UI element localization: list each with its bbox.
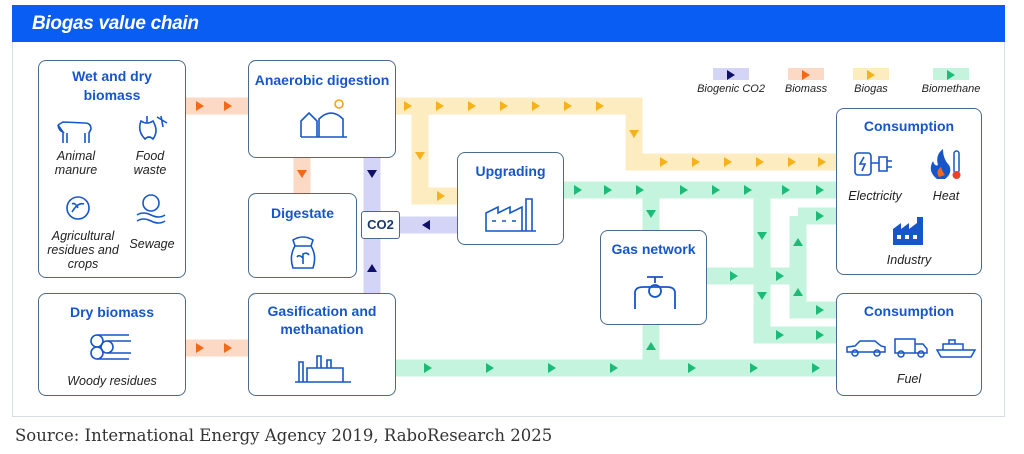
diagram-header: Biogas value chain	[12, 5, 1005, 42]
biogas-flow	[411, 106, 457, 205]
plant-icon	[295, 355, 351, 383]
electricity-label: Electricity	[848, 189, 902, 203]
source-caption: Source: International Energy Agency 2019…	[15, 426, 553, 445]
consumption-box-fuel: Consumption Fuel	[836, 293, 982, 396]
gasification-methanation-box: Gasification and methanation	[248, 293, 396, 396]
box-title: Wet and dry biomass	[72, 68, 152, 103]
box-title: Consumption	[863, 303, 955, 319]
cow-icon	[57, 121, 92, 143]
fuel-label: Fuel	[896, 372, 922, 386]
diagram-title: Biogas value chain	[32, 13, 199, 34]
legend-biogas: Biogas	[826, 68, 916, 95]
legend-label: Biomethane	[921, 83, 981, 95]
wet-dry-biomass-box: Wet and dry biomass Animal manure Food w…	[38, 60, 186, 278]
ship-icon	[935, 339, 977, 358]
legend-label: Biogas	[854, 83, 888, 95]
legend-swatch	[853, 68, 889, 80]
box-title: Upgrading	[475, 163, 546, 179]
box-title: Digestate	[270, 205, 335, 221]
food-waste-label: Food waste	[133, 149, 167, 177]
digestate-box: Digestate	[248, 193, 357, 278]
legend-swatch	[933, 68, 969, 80]
legend-biomass: Biomass	[761, 68, 851, 95]
heat-flame-icon	[930, 149, 961, 179]
industry-icon	[893, 217, 923, 245]
heat-label: Heat	[932, 189, 960, 203]
biomass-arrow	[196, 343, 204, 353]
legend-label: Biomass	[784, 83, 828, 95]
box-title: Gas network	[611, 241, 696, 257]
box-title: Dry biomass	[69, 304, 155, 320]
vehicles-icon	[846, 338, 977, 358]
gas-valve-icon	[634, 276, 676, 309]
wood-logs-icon	[90, 334, 131, 360]
biomass-arrow	[224, 101, 232, 111]
industry-label: Industry	[886, 253, 932, 267]
biomass-arrow	[224, 343, 232, 353]
food-waste-icon	[138, 115, 168, 141]
animal-manure-label: Animal manure	[54, 149, 98, 177]
dry-biomass-box: Dry biomass Woody residues	[38, 293, 186, 396]
woody-residues-label: Woody residues	[67, 374, 157, 388]
truck-icon	[894, 338, 928, 354]
legend-biogenic-co2: Biogenic CO2	[686, 68, 776, 95]
legend-label: Biogenic CO2	[697, 83, 765, 95]
gas-network-box: Gas network	[600, 230, 707, 325]
legend-swatch	[788, 68, 824, 80]
flow-arrows	[196, 101, 826, 373]
legend-biomethane: Biomethane	[906, 68, 996, 95]
car-icon	[846, 340, 886, 353]
sewage-label: Sewage	[129, 237, 175, 251]
upgrading-box: Upgrading	[457, 152, 564, 245]
box-title: Anaerobic digestion	[254, 72, 390, 88]
agricultural-residues-label: Agricultural residues and crops	[47, 229, 119, 271]
electricity-plug-icon	[854, 152, 892, 176]
factory-icon	[485, 198, 536, 232]
co2-box: CO2	[361, 211, 400, 239]
box-title: Consumption	[863, 118, 955, 134]
box-title: Gasification and methanation	[267, 303, 377, 337]
legend-swatch	[713, 68, 749, 80]
digester-icon	[300, 99, 347, 138]
consumption-box-energy: Consumption Electricity Heat Industry	[836, 108, 982, 275]
sewage-icon	[136, 194, 166, 224]
fertilizer-bag-icon	[290, 236, 316, 269]
biomass-arrow	[297, 170, 307, 178]
biomass-arrow	[196, 101, 204, 111]
crops-icon	[66, 196, 90, 220]
biomethane-flow	[789, 207, 836, 319]
anaerobic-digestion-box: Anaerobic digestion	[248, 60, 396, 158]
